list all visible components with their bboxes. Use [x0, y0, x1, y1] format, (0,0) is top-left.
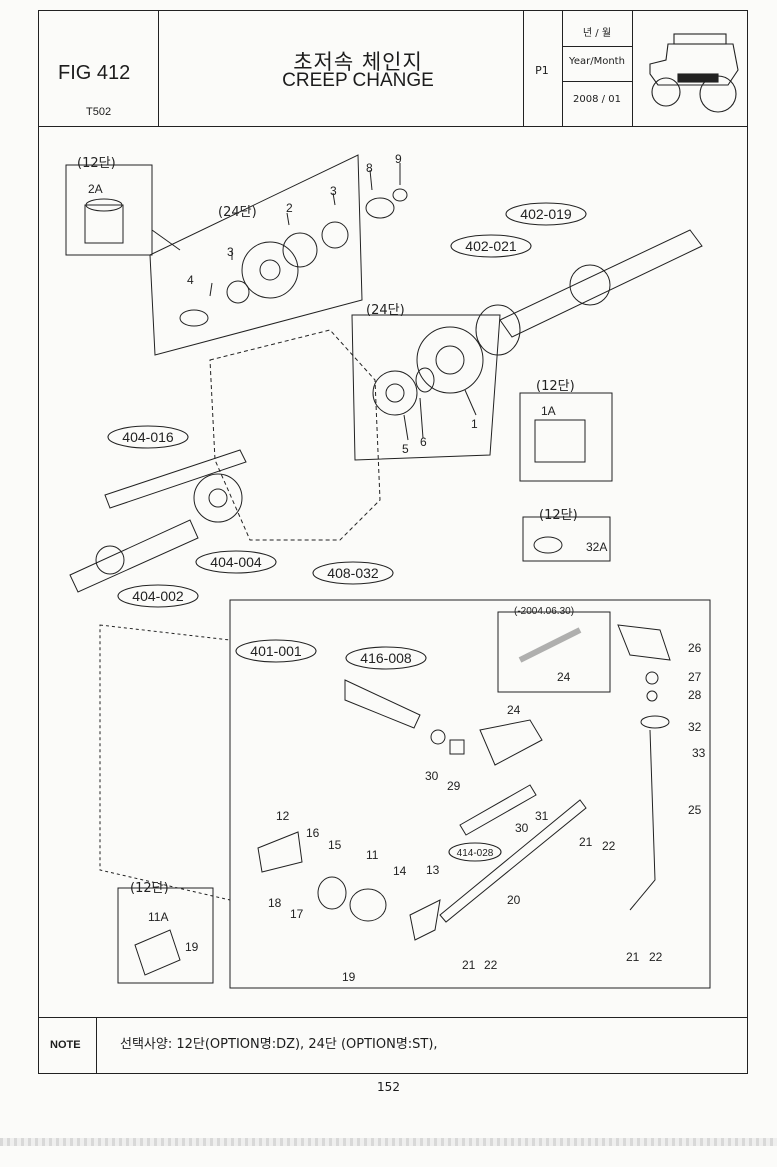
inset-12-sleeve	[65, 164, 153, 256]
inset-12-sleeve-1a	[519, 392, 613, 482]
note-label: NOTE	[50, 1039, 81, 1051]
figure-number: FIG 412	[58, 62, 131, 84]
model-code: T502	[86, 106, 112, 118]
svg-text:32: 32	[688, 720, 702, 734]
svg-text:22: 22	[602, 839, 616, 853]
svg-text:1A: 1A	[541, 404, 556, 418]
svg-text:15: 15	[328, 838, 342, 852]
svg-text:17: 17	[290, 907, 304, 921]
year-month-label-en: Year/Month	[569, 56, 625, 67]
label-opt12-a: (12단)	[77, 156, 116, 171]
svg-text:24: 24	[507, 703, 521, 717]
svg-text:33: 33	[692, 746, 706, 760]
label-404-004: 404-004	[210, 554, 262, 570]
label-date: (-2004.06.30)	[514, 606, 574, 617]
inset-12-plug	[522, 516, 611, 562]
transmission-case	[209, 329, 381, 541]
svg-text:3: 3	[227, 245, 234, 259]
svg-text:24: 24	[557, 670, 571, 684]
svg-text:4: 4	[187, 273, 194, 287]
svg-text:32A: 32A	[586, 540, 607, 554]
year-month-label-ko: 년 / 월	[582, 28, 612, 39]
svg-text:12: 12	[276, 809, 290, 823]
page-id: P1	[535, 64, 549, 77]
svg-text:9: 9	[395, 152, 402, 166]
svg-text:8: 8	[366, 161, 373, 175]
svg-text:16: 16	[306, 826, 320, 840]
svg-text:2A: 2A	[88, 182, 103, 196]
gear-group-24-mid	[351, 314, 501, 461]
label-414-028: 414-028	[457, 848, 494, 859]
tractor-icon	[649, 33, 739, 113]
header-table: FIG 412 T502 초저속 체인지 CREEP CHANGE P1 년 /…	[38, 10, 748, 127]
svg-text:11A: 11A	[148, 910, 168, 924]
svg-text:22: 22	[484, 958, 498, 972]
svg-text:19: 19	[342, 970, 356, 984]
label-opt24-b: (24단)	[366, 303, 405, 318]
svg-text:27: 27	[688, 670, 702, 684]
label-opt24-a: (24단)	[218, 205, 257, 220]
note-text: 선택사양: 12단(OPTION명:DZ), 24단 (OPTION명:ST),	[120, 1037, 438, 1052]
svg-text:28: 28	[688, 688, 702, 702]
svg-text:22: 22	[649, 950, 663, 964]
page-frame	[38, 10, 748, 1074]
svg-text:14: 14	[393, 864, 407, 878]
svg-text:30: 30	[515, 821, 529, 835]
label-401-001: 401-001	[250, 643, 302, 659]
label-408-032: 408-032	[327, 565, 379, 581]
svg-text:2: 2	[286, 201, 293, 215]
svg-text:11: 11	[366, 848, 379, 862]
label-404-002: 404-002	[132, 588, 184, 604]
svg-text:21: 21	[626, 950, 640, 964]
year-month-value: 2008 / 01	[573, 94, 621, 105]
svg-text:1: 1	[471, 417, 478, 431]
title-korean: 초저속 체인지	[293, 50, 423, 74]
svg-text:31: 31	[535, 809, 549, 823]
svg-text:30: 30	[425, 769, 439, 783]
note-section: NOTE 선택사양: 12단(OPTION명:DZ), 24단 (OPTION명…	[38, 1017, 748, 1073]
svg-text:18: 18	[268, 896, 282, 910]
svg-text:25: 25	[688, 803, 702, 817]
svg-text:20: 20	[507, 893, 521, 907]
page-number: 152	[377, 1080, 400, 1094]
title-english: CREEP CHANGE	[282, 70, 434, 91]
gear-group-24-top	[149, 154, 363, 356]
inset-12-bracket	[117, 887, 214, 984]
svg-text:29: 29	[447, 779, 461, 793]
svg-text:3: 3	[330, 184, 337, 198]
label-402-021: 402-021	[465, 238, 517, 254]
scan-artifact	[0, 1138, 777, 1146]
label-404-016: 404-016	[122, 429, 174, 445]
label-opt12-d: (12단)	[130, 881, 169, 896]
label-opt12-b: (12단)	[536, 379, 575, 394]
svg-text:26: 26	[688, 641, 702, 655]
svg-text:5: 5	[402, 442, 409, 456]
inset-date-24	[497, 611, 611, 693]
label-402-019: 402-019	[520, 206, 572, 222]
svg-text:19: 19	[185, 940, 199, 954]
label-416-008: 416-008	[360, 650, 412, 666]
svg-text:6: 6	[420, 435, 427, 449]
svg-text:21: 21	[579, 835, 593, 849]
svg-text:21: 21	[462, 958, 476, 972]
label-opt12-c: (12단)	[539, 508, 578, 523]
svg-text:13: 13	[426, 863, 440, 877]
